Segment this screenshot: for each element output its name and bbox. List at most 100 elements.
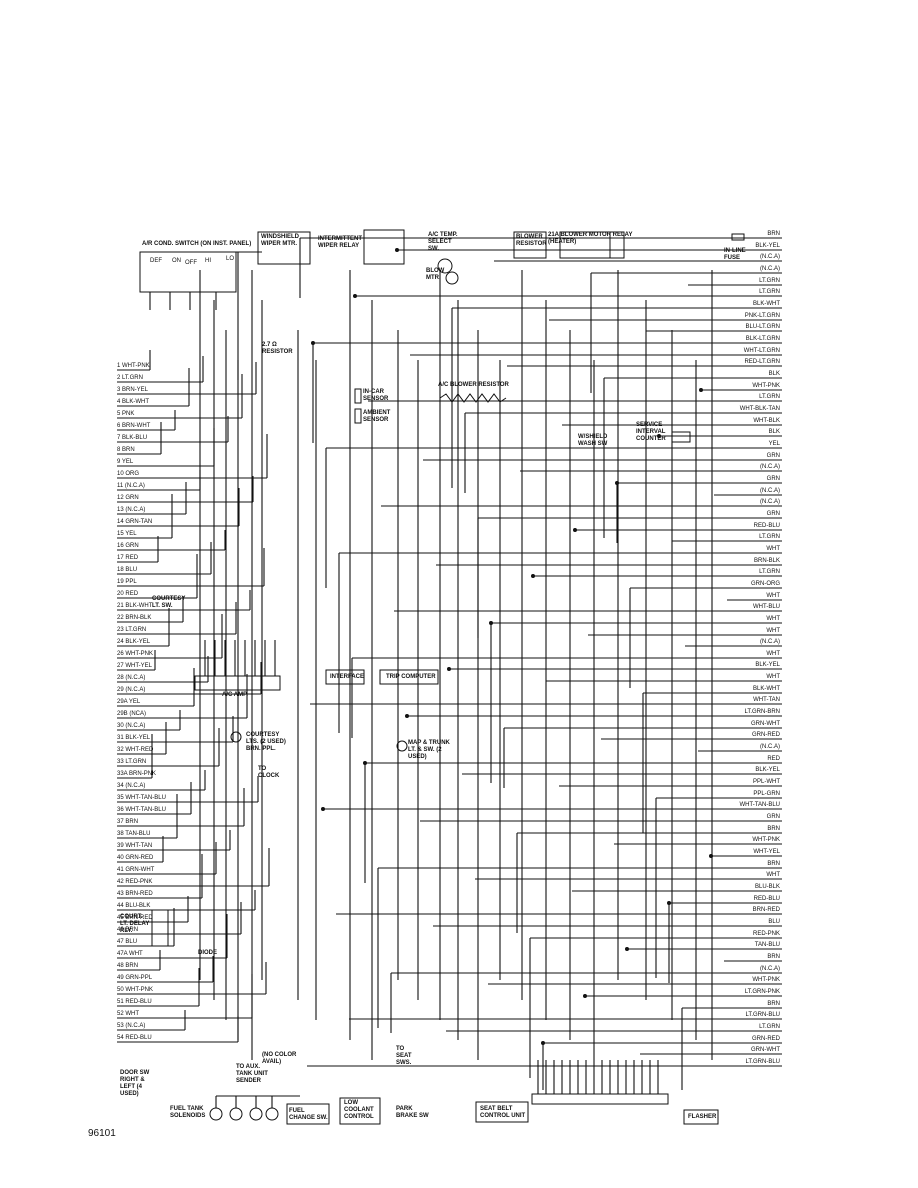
junction-dot	[573, 528, 577, 532]
circuit-29B: 29B (NCA)	[117, 711, 146, 718]
circuit-number: 27	[117, 663, 124, 669]
junction-dot	[405, 714, 409, 718]
right-wire-label: LT.GRN-BLU	[745, 1012, 780, 1018]
right-wire-label: BRN	[767, 231, 780, 237]
junction-dot	[699, 388, 703, 392]
circuit-50: 50 WHT-PNK	[117, 987, 153, 994]
circuit-32: 32 WHT-RED	[117, 747, 153, 754]
door-sw-label: DOOR SW RIGHT & LEFT (4 USED)	[120, 1070, 150, 1097]
circuit-color: WHT-TAN	[123, 843, 153, 849]
circuit-6: 6 BRN-WHT	[117, 423, 150, 430]
to-aux-label: TO AUX. TANK UNIT SENDER	[236, 1064, 268, 1084]
map-lamp	[396, 740, 408, 752]
ambient-sensor-label: AMBIENT SENSOR	[363, 410, 391, 423]
junction-dot	[657, 434, 661, 438]
right-wire-label: PPL-GRN	[753, 791, 780, 797]
circuit-color: BLK-YEL	[123, 735, 151, 741]
circuit-number: 26	[117, 651, 124, 657]
circuit-5: 5 PNK	[117, 411, 134, 418]
circuit-34: 34 (N.C.A)	[117, 783, 145, 790]
circuit-number: 35	[117, 795, 124, 801]
circuit-number: 42	[117, 879, 124, 885]
inline-fuse-box	[731, 233, 745, 241]
court-delay-label: COURT. LT. DELAY RLY.	[120, 914, 150, 934]
circuit-number: 7	[117, 435, 121, 441]
right-wire-label: BLU	[768, 919, 780, 925]
right-wire-label: BLK-WHT	[753, 686, 780, 692]
circuit-color: BRN-PNK	[127, 771, 157, 777]
circuit-38: 38 TAN-BLU	[117, 831, 150, 838]
circuit-number: 44	[117, 903, 124, 909]
circuit-number: 11	[117, 483, 124, 489]
wiper-motor-box	[257, 231, 311, 265]
circuit-color: RED	[123, 555, 139, 561]
ac-blower-resistor-label: A/C BLOWER RESISTOR	[438, 382, 509, 388]
right-wire-label: BLK	[768, 429, 780, 435]
circuit-35: 35 WHT-TAN-BLU	[117, 795, 166, 802]
circuit-number: 49	[117, 975, 124, 981]
map-trunk-label: MAP & TRUNK LT. & SW. (2 USED)	[408, 740, 450, 760]
right-wire-label: BLU-BLK	[754, 884, 780, 890]
in-car-sensor-label: IN-CAR SENSOR	[363, 389, 389, 402]
circuit-color: (N.C.A)	[123, 483, 145, 489]
circuit-30: 30 (N.C.A)	[117, 723, 145, 730]
junction-dot	[625, 947, 629, 951]
circuit-43: 43 BRN-RED	[117, 891, 153, 898]
circuit-color: WHT-TAN-BLU	[123, 795, 166, 801]
circuit-color: BRN	[123, 819, 139, 825]
interface-label: INTERFACE	[330, 674, 365, 680]
ac-amp-label: A/C AMP.	[222, 692, 249, 698]
ac-switch-box	[139, 251, 237, 293]
junction-dot	[531, 574, 535, 578]
right-wire-label: LT.GRN-BRN	[744, 709, 780, 715]
right-wire-label: LT.GRN	[759, 534, 780, 540]
washer-sw-label: W/SHIELD WASH SW	[578, 434, 608, 447]
circuit-color: GRN-WHT	[123, 867, 155, 873]
circuit-9: 9 YEL	[117, 459, 133, 466]
circuit-number: 30	[117, 723, 124, 729]
component-boxes	[139, 229, 745, 1125]
circuit-8: 8 BRN	[117, 447, 135, 454]
right-wire-label: LT.GRN-BLU	[745, 1059, 780, 1065]
figure-number: 96101	[88, 1128, 116, 1139]
right-wire-label: GRN-RED	[752, 1036, 780, 1042]
blower-relay-label: 21A BLOWER MOTOR RELAY (HEATER)	[548, 232, 633, 245]
ac-switch-label: A/R COND. SWITCH (ON INST. PANEL)	[142, 241, 252, 247]
right-wire-label: WHT-PNK	[752, 383, 780, 389]
circuit-29: 29 (N.C.A)	[117, 687, 145, 694]
wiper-motor-label: WINDSHIELD WIPER MTR.	[261, 234, 299, 247]
circuit-color: RED-PNK	[123, 879, 153, 885]
circuit-color: PNK	[120, 411, 135, 417]
circuit-16: 16 GRN	[117, 543, 139, 550]
circuit-45: 45 BRN-RED	[117, 915, 153, 922]
circuit-51: 51 RED-BLU	[117, 999, 152, 1006]
resistor-27-label: 2.7 Ω RESISTOR	[262, 342, 293, 355]
circuit-color: BRN-BLK	[123, 615, 152, 621]
junction-dots	[311, 248, 713, 1045]
circuit-number: 23	[117, 627, 124, 633]
junction-dot	[541, 1041, 545, 1045]
wiper-relay-label: INTERMITTENT WIPER RELAY	[318, 236, 362, 249]
circuit-color: (NCA)	[127, 711, 147, 717]
right-wire-label: GRN	[766, 814, 780, 820]
circuit-28: 28 (N.C.A)	[117, 675, 145, 682]
fuel-change-label: FUEL CHANGE SW.	[289, 1108, 328, 1121]
circuit-color: GRN	[123, 543, 139, 549]
courtesy-sw-label: COURTESY LT. SW.	[152, 596, 186, 609]
right-wire-label: PPL-WHT	[753, 779, 780, 785]
circuit-number: 15	[117, 531, 124, 537]
circuit-number: 29A	[117, 699, 128, 705]
fuel-solenoid-4	[265, 1107, 279, 1121]
circuit-13: 13 (N.C.A)	[117, 507, 145, 514]
right-wire-label: BRN-BLK	[753, 558, 780, 564]
park-brake-label: PARK BRAKE SW	[396, 1106, 429, 1119]
circuit-14: 14 GRN-TAN	[117, 519, 152, 526]
junction-dot	[395, 248, 399, 252]
circuit-41: 41 GRN-WHT	[117, 867, 154, 874]
circuit-number: 29	[117, 687, 124, 693]
circuit-color: WHT	[123, 1011, 140, 1017]
inline-fuse-label: IN-LINE FUSE	[724, 248, 746, 261]
to-seat-label: TO SEAT SWS.	[396, 1046, 412, 1066]
circuit-color: (N.C.A)	[123, 675, 146, 681]
right-wire-label: GRN	[766, 453, 780, 459]
